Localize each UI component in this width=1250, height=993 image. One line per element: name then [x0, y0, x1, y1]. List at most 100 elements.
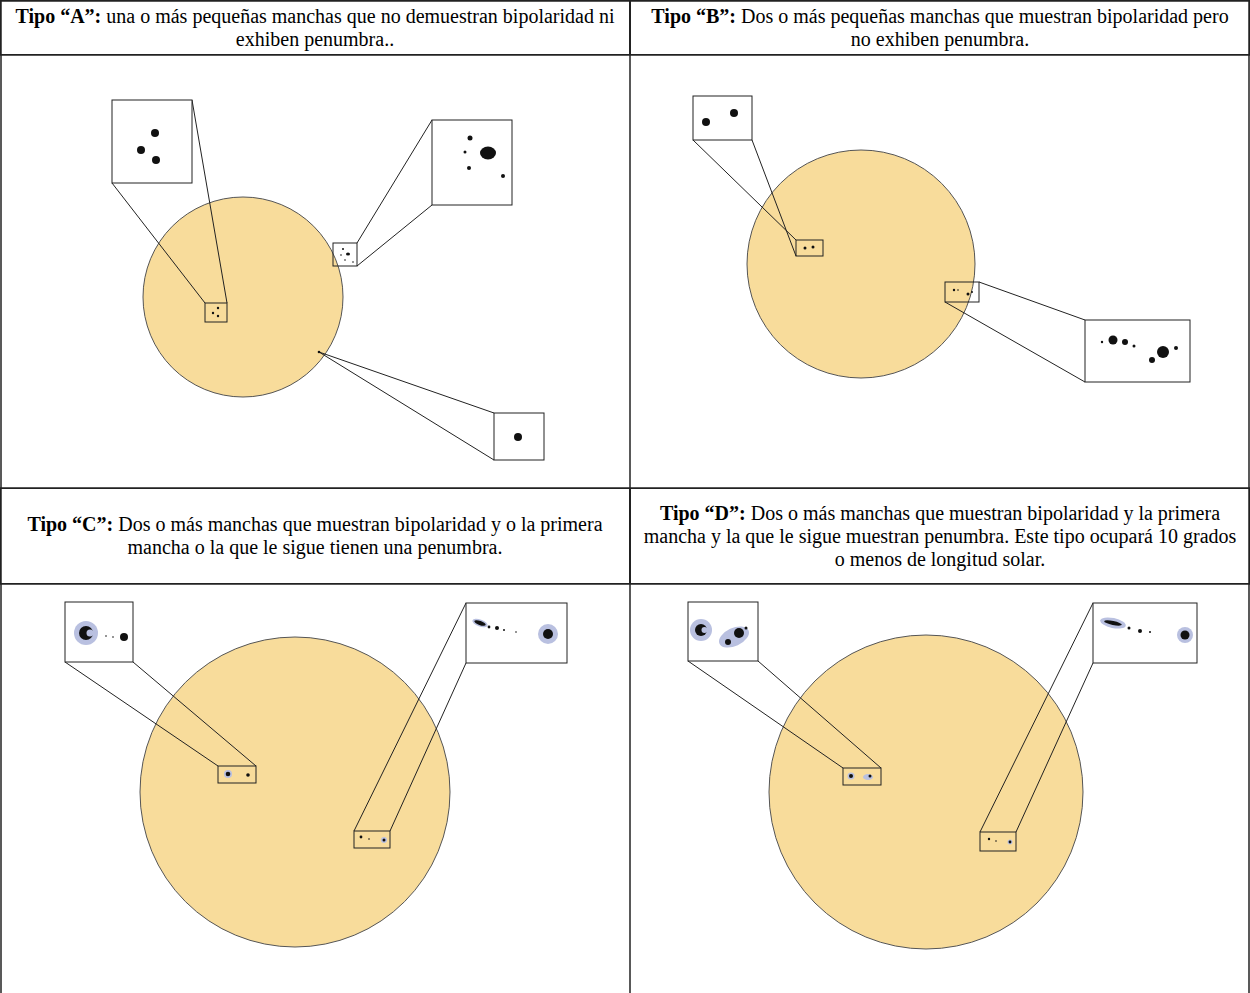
zoom-leader	[319, 352, 494, 413]
sunspot	[137, 146, 145, 154]
table-header-cell: Tipo “A”:una o más pequeñas manchas que …	[0, 0, 630, 55]
sunspot	[501, 174, 505, 178]
zoom-leaders	[65, 100, 1093, 832]
sunspot	[1174, 346, 1178, 350]
sunspot	[488, 626, 491, 629]
region-frame	[354, 831, 390, 848]
umbra	[695, 624, 707, 636]
sun-disc	[747, 150, 975, 378]
region-frame	[333, 243, 357, 266]
region-frame	[980, 832, 1016, 851]
sunspot	[105, 635, 107, 637]
penumbra	[74, 621, 98, 645]
penumbra	[716, 622, 753, 652]
zoom-leader	[192, 100, 227, 303]
sunspot	[515, 631, 517, 633]
zoom-frame	[1085, 320, 1190, 382]
umbra	[869, 775, 872, 778]
zoom-leader	[1016, 663, 1093, 832]
sunspot	[745, 627, 748, 630]
type-heading: Tipo “D”:	[660, 502, 746, 524]
zoom-frame	[432, 120, 512, 205]
zoom-frame	[688, 602, 758, 661]
umbra	[226, 772, 231, 777]
penumbra	[863, 774, 873, 780]
zoom-frame	[494, 413, 544, 460]
sunspot	[340, 254, 342, 256]
table-rule	[1248, 0, 1250, 993]
sunspot	[217, 307, 219, 309]
zoom-leader	[980, 603, 1093, 832]
zoom-leader	[319, 352, 494, 460]
zoom-leader	[357, 120, 432, 243]
penumbra	[1177, 627, 1193, 643]
umbra	[383, 839, 386, 842]
sunspot	[112, 636, 114, 638]
type-heading: Tipo “B”:	[651, 5, 736, 27]
region-frame	[843, 768, 881, 785]
sunspot	[971, 291, 973, 293]
zoom-frame	[466, 603, 567, 663]
sunspot	[495, 626, 499, 630]
penumbra	[471, 617, 488, 629]
sunspot	[318, 351, 321, 354]
sunspot	[151, 129, 159, 137]
umbra	[849, 774, 853, 778]
sunspot	[804, 247, 807, 250]
zoom-frames	[65, 96, 1197, 663]
sunspot	[1138, 629, 1142, 633]
zoom-leader	[693, 140, 796, 240]
zoom-leader	[752, 140, 796, 256]
zoom-leader	[979, 282, 1085, 320]
penumbra	[1008, 840, 1013, 845]
cell-text: Tipo “A”:una o más pequeñas manchas que …	[11, 5, 619, 51]
cell-text: Tipo “C”:Dos o más manchas que muestran …	[11, 513, 619, 559]
table-header-cell: Tipo “B”:Dos o más pequeñas manchas que …	[630, 0, 1250, 55]
sunspot	[988, 838, 990, 840]
penumbra	[87, 630, 94, 637]
penumbra	[538, 624, 558, 644]
sunspot	[464, 151, 467, 154]
sunspot	[342, 248, 344, 250]
sunspot	[1149, 357, 1155, 363]
sunspot	[1157, 346, 1169, 358]
umbra	[1009, 841, 1012, 844]
sunspot	[957, 289, 959, 291]
zoom-frame	[693, 96, 752, 140]
sunspot	[346, 252, 350, 255]
umbra	[725, 639, 731, 645]
penumbra	[224, 770, 232, 778]
sunspot	[368, 838, 370, 840]
sunspot	[246, 773, 250, 777]
zoom-frame	[65, 602, 133, 662]
table-header-cell: Tipo “C”:Dos o más manchas que muestran …	[0, 488, 630, 584]
sun-disc	[143, 197, 343, 397]
sunspot	[1109, 336, 1118, 345]
penumbra	[848, 773, 855, 780]
type-description: Dos o más manchas que muestran bipolarid…	[118, 513, 602, 558]
sunspot	[352, 261, 354, 263]
zoom-leader	[112, 183, 205, 303]
sunspot	[480, 147, 496, 160]
type-heading: Tipo “A”:	[16, 5, 102, 27]
region-frame	[218, 766, 256, 783]
penumbra	[702, 627, 708, 633]
sunspot	[1149, 631, 1151, 633]
zoom-leader	[758, 661, 881, 768]
cell-text: Tipo “D”:Dos o más manchas que muestran …	[641, 502, 1239, 571]
sunspot	[217, 315, 219, 317]
table-header-cell: Tipo “D”:Dos o más manchas que muestran …	[630, 488, 1250, 584]
zoom-leader	[945, 302, 1085, 382]
umbra	[1104, 619, 1122, 627]
sunspot	[1133, 345, 1136, 348]
sunspot	[995, 840, 997, 842]
umbra	[734, 628, 744, 638]
sunspot	[344, 259, 346, 261]
umbra	[1181, 631, 1190, 640]
sunspot	[514, 433, 522, 441]
sunspot	[468, 136, 473, 141]
sun-disc	[140, 637, 450, 947]
